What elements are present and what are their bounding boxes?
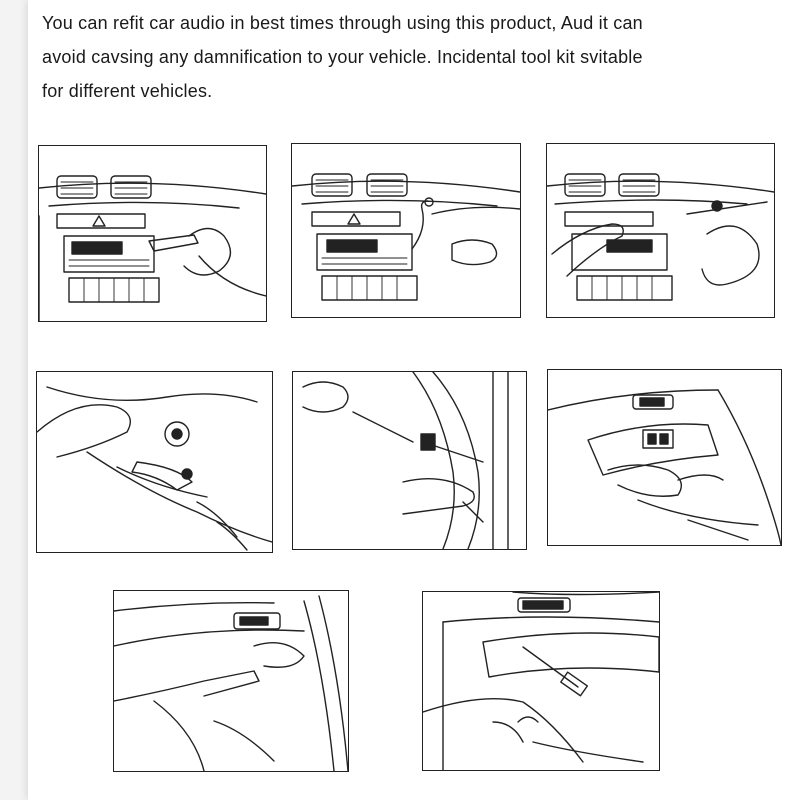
door-switch-panel-pry-illustration [547,369,782,546]
dashboard-trim-pry-illustration [546,143,775,318]
door-armrest-pry-illustration [113,590,349,772]
dashboard-radio-hook-illustration [291,143,521,318]
intro-line-3: for different vehicles. [42,81,213,101]
intro-line-1: You can refit car audio in best times th… [42,13,643,33]
console-trim-pry-illustration [36,371,273,553]
intro-text: You can refit car audio in best times th… [42,6,772,108]
door-seal-pry-illustration [292,371,527,550]
door-panel-removal-illustration [422,591,660,771]
intro-line-2: avoid cavsing any damnification to your … [42,47,643,67]
dashboard-radio-tool-illustration [38,145,267,322]
